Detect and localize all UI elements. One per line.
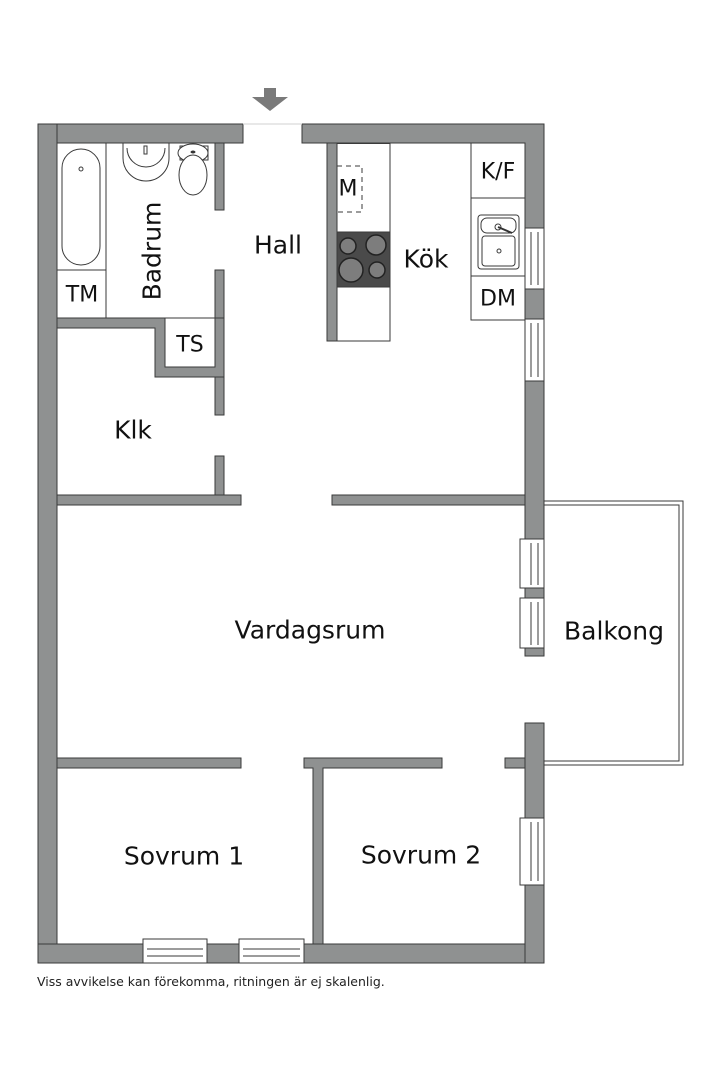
interior-walls <box>56 142 526 945</box>
entrance-arrow-icon <box>252 88 288 111</box>
toilet-icon <box>177 143 209 196</box>
room-label-kok: Kök <box>403 244 449 274</box>
room-label-sovrum-1: Sovrum 1 <box>123 841 245 871</box>
room-label-badrum: Badrum <box>137 201 167 301</box>
outer-walls <box>37 123 545 964</box>
room-label-hall: Hall <box>253 230 303 260</box>
room-label-klk: Klk <box>114 415 152 445</box>
stove-icon <box>336 231 391 288</box>
sink-icon <box>122 142 170 182</box>
fixture-label-ts: TS <box>176 332 204 358</box>
fixture-label-kf: K/F <box>480 159 516 185</box>
room-label-balkong: Balkong <box>563 616 665 646</box>
washing-machine-box <box>56 269 107 319</box>
windows <box>142 227 545 964</box>
balcony-railing <box>544 500 684 766</box>
fixture-label-m: M <box>338 176 358 202</box>
kitchen-sink-icon <box>477 214 520 270</box>
room-label-vardagsrum: Vardagsrum <box>234 615 386 645</box>
fixture-label-tm: TM <box>65 282 99 308</box>
disclaimer-footnote: Viss avvikelse kan förekomma, ritningen … <box>37 974 385 989</box>
bathtub-icon <box>56 142 107 271</box>
fixture-label-dm: DM <box>480 286 516 312</box>
room-label-sovrum-2: Sovrum 2 <box>360 840 482 870</box>
